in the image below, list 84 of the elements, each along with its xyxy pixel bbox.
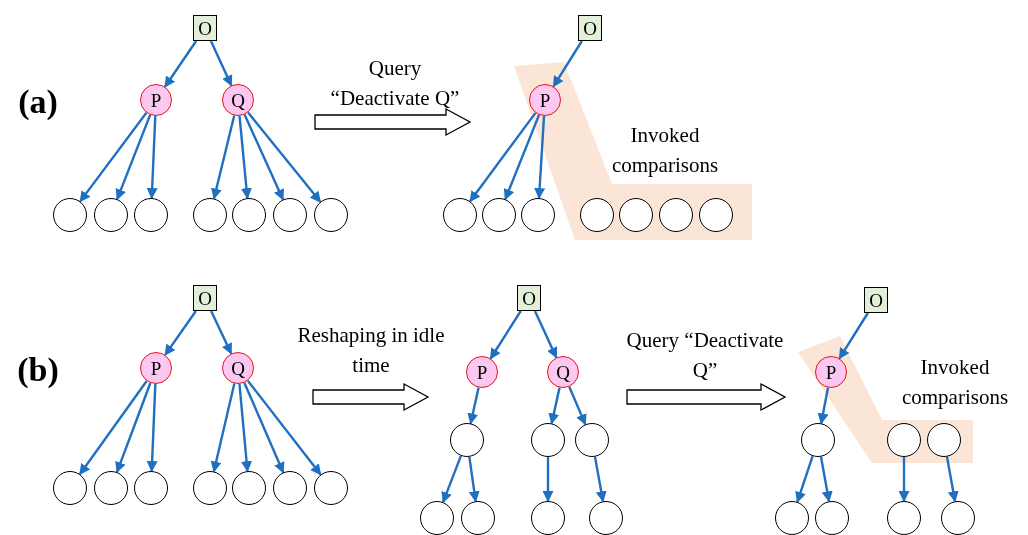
- arrow: [534, 115, 546, 200]
- arrow: [468, 456, 480, 503]
- leaf-circle: [589, 501, 623, 535]
- arrow: [146, 383, 158, 473]
- arrow: [238, 383, 252, 473]
- arrow: [115, 114, 152, 201]
- leaf-circle: [815, 501, 849, 535]
- arrow: [593, 456, 607, 503]
- leaf-circle: [801, 423, 835, 457]
- arrow: [548, 387, 561, 425]
- arrow: [243, 382, 285, 474]
- leaf-circle: [134, 471, 168, 505]
- arrow: [552, 40, 583, 88]
- arrow: [78, 380, 148, 476]
- arrow: [838, 312, 869, 360]
- arrow: [210, 383, 236, 473]
- leaf-circle: [193, 471, 227, 505]
- arrow: [210, 310, 233, 355]
- leaf-circle: [53, 471, 87, 505]
- leaf-circle: [941, 501, 975, 535]
- leaf-circle: [134, 198, 168, 232]
- leaf-circle: [94, 198, 128, 232]
- arrow: [164, 310, 197, 356]
- leaf-circle: [443, 198, 477, 232]
- node-circle: P: [466, 356, 498, 388]
- node-circle: Q: [547, 356, 579, 388]
- arrow: [146, 115, 158, 200]
- root-box: O: [864, 287, 888, 313]
- leaf-circle: [314, 198, 348, 232]
- transition-label: Query “Deactivate Q”: [329, 55, 461, 112]
- leaf-circle: [420, 501, 454, 535]
- node-circle: Q: [222, 352, 254, 384]
- annotation-text: Invoked comparisons: [900, 354, 1010, 411]
- leaf-circle: [314, 471, 348, 505]
- root-box: O: [193, 15, 217, 41]
- node-circle: P: [140, 352, 172, 384]
- arrow: [542, 457, 554, 503]
- panel-label: (b): [16, 350, 60, 390]
- arrow: [469, 112, 537, 203]
- arrow: [503, 114, 541, 201]
- root-box: O: [517, 285, 541, 311]
- leaf-circle: [575, 423, 609, 457]
- arrow: [211, 115, 236, 200]
- arrow: [819, 456, 833, 503]
- arrow: [817, 387, 830, 425]
- panel-label: (a): [17, 82, 59, 122]
- leaf-circle: [94, 471, 128, 505]
- arrow: [441, 455, 462, 504]
- leaf-circle: [193, 198, 227, 232]
- leaf-circle: [531, 423, 565, 457]
- leaf-circle: [53, 198, 87, 232]
- leaf-circle: [531, 501, 565, 535]
- leaf-circle: [775, 501, 809, 535]
- arrow: [164, 40, 198, 88]
- leaf-circle: [521, 198, 555, 232]
- arrow: [467, 387, 480, 425]
- arrow: [115, 382, 152, 474]
- leaf-circle: [232, 198, 266, 232]
- arrow: [568, 386, 587, 426]
- leaf-circle: [482, 198, 516, 232]
- annotation-text: Invoked comparisons: [610, 122, 720, 179]
- leaf-circle: [273, 198, 307, 232]
- arrow: [945, 456, 959, 503]
- arrow: [898, 457, 910, 503]
- arrow: [247, 111, 322, 203]
- leaf-circle: [887, 501, 921, 535]
- arrow: [489, 310, 522, 360]
- leaf-circle: [461, 501, 495, 535]
- arrow: [795, 455, 814, 503]
- leaf-circle: [232, 471, 266, 505]
- transition-label: Query “Deactivate Q”: [625, 327, 785, 384]
- arrow: [79, 112, 148, 203]
- arrow: [246, 379, 322, 476]
- root-box: O: [578, 15, 602, 41]
- leaf-circle: [273, 471, 307, 505]
- node-circle: Q: [222, 84, 254, 116]
- arrow: [533, 310, 558, 359]
- root-box: O: [193, 285, 217, 311]
- node-circle: P: [140, 84, 172, 116]
- arrow: [243, 114, 285, 201]
- arrow: [209, 40, 233, 87]
- arrow: [238, 115, 252, 200]
- transition-label: Reshaping in idle time: [296, 322, 446, 379]
- leaf-circle: [450, 423, 484, 457]
